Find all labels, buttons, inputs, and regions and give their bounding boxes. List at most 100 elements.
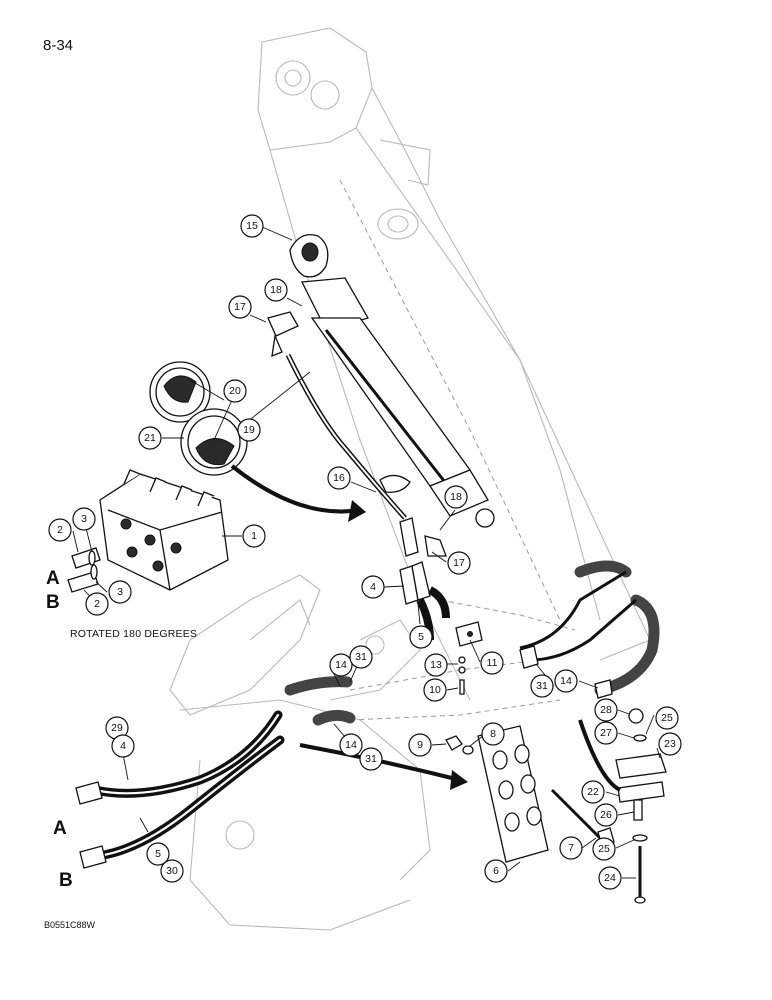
callout-14: 14 bbox=[554, 669, 578, 693]
callout-7: 7 bbox=[559, 836, 583, 860]
callout-10: 10 bbox=[423, 678, 447, 702]
svg-text:5: 5 bbox=[418, 631, 424, 643]
svg-text:1: 1 bbox=[251, 530, 257, 542]
svg-text:26: 26 bbox=[600, 809, 612, 821]
callout-8: 8 bbox=[481, 722, 505, 746]
svg-text:28: 28 bbox=[600, 704, 612, 716]
callout-25: 25 bbox=[655, 706, 679, 730]
svg-text:14: 14 bbox=[560, 675, 572, 687]
callout-9: 9 bbox=[408, 733, 432, 757]
callout-24: 24 bbox=[598, 866, 622, 890]
svg-text:2: 2 bbox=[94, 598, 100, 610]
callout-16: 16 bbox=[327, 466, 351, 490]
callout-21: 21 bbox=[138, 426, 162, 450]
callout-5: 5 bbox=[146, 842, 170, 866]
callout-2: 2 bbox=[48, 518, 72, 542]
callout-4: 4 bbox=[361, 575, 385, 599]
svg-text:7: 7 bbox=[568, 842, 574, 854]
port-adapters bbox=[67, 547, 101, 593]
port-label-a-valve: A bbox=[46, 568, 60, 589]
callout-4: 4 bbox=[111, 734, 135, 758]
svg-text:9: 9 bbox=[417, 739, 423, 751]
callout-11: 11 bbox=[480, 651, 504, 675]
callout-17: 17 bbox=[447, 551, 471, 575]
callout-3: 3 bbox=[72, 507, 96, 531]
svg-text:11: 11 bbox=[487, 657, 498, 669]
svg-text:3: 3 bbox=[117, 586, 123, 598]
svg-text:19: 19 bbox=[243, 424, 255, 436]
svg-text:8: 8 bbox=[490, 728, 496, 740]
hose-block bbox=[477, 725, 549, 863]
svg-text:4: 4 bbox=[370, 581, 376, 593]
svg-text:3: 3 bbox=[81, 513, 87, 525]
svg-text:17: 17 bbox=[453, 557, 465, 569]
callout-13: 13 bbox=[424, 653, 448, 677]
callout-25: 25 bbox=[592, 837, 616, 861]
callout-2: 2 bbox=[85, 592, 109, 616]
svg-text:31: 31 bbox=[365, 753, 377, 765]
nut-washer bbox=[445, 735, 474, 755]
svg-text:14: 14 bbox=[335, 659, 347, 671]
control-valve bbox=[99, 469, 229, 591]
port-label-b-hose: B bbox=[59, 870, 73, 891]
callout-27: 27 bbox=[594, 721, 618, 745]
callout-6: 6 bbox=[484, 859, 508, 883]
svg-text:31: 31 bbox=[355, 651, 367, 663]
callout-14: 14 bbox=[329, 653, 353, 677]
callout-5: 5 bbox=[409, 625, 433, 649]
port-label-b-valve: B bbox=[46, 592, 60, 613]
callout-19: 19 bbox=[237, 418, 261, 442]
boom-cylinder bbox=[289, 233, 495, 528]
tube-assembly bbox=[267, 311, 447, 557]
svg-text:17: 17 bbox=[234, 301, 246, 313]
svg-text:24: 24 bbox=[604, 872, 616, 884]
svg-text:2: 2 bbox=[57, 524, 63, 536]
svg-text:18: 18 bbox=[450, 491, 462, 503]
svg-text:6: 6 bbox=[493, 865, 499, 877]
callout-31: 31 bbox=[359, 747, 383, 771]
svg-text:25: 25 bbox=[661, 712, 673, 724]
svg-text:16: 16 bbox=[333, 472, 345, 484]
svg-text:22: 22 bbox=[587, 786, 599, 798]
callout-22: 22 bbox=[581, 780, 605, 804]
svg-text:18: 18 bbox=[270, 284, 282, 296]
upper-hoses bbox=[519, 560, 660, 699]
figure-code: B0551C88W bbox=[44, 920, 96, 930]
base-phantom bbox=[169, 574, 576, 931]
svg-text:25: 25 bbox=[598, 843, 610, 855]
callout-17: 17 bbox=[228, 295, 252, 319]
page-number: 8-34 bbox=[43, 37, 73, 54]
svg-text:23: 23 bbox=[664, 738, 676, 750]
callout-3: 3 bbox=[108, 580, 132, 604]
callout-29: 29 bbox=[105, 716, 129, 740]
svg-text:4: 4 bbox=[120, 740, 126, 752]
svg-text:14: 14 bbox=[345, 739, 357, 751]
callout-28: 28 bbox=[594, 698, 618, 722]
svg-text:31: 31 bbox=[536, 680, 548, 692]
tube-clamp bbox=[455, 621, 483, 695]
lower-hoses bbox=[75, 676, 468, 869]
svg-text:20: 20 bbox=[229, 385, 241, 397]
svg-text:21: 21 bbox=[144, 432, 156, 444]
rotation-note: ROTATED 180 DEGREES bbox=[70, 628, 197, 640]
svg-text:5: 5 bbox=[155, 848, 161, 860]
svg-text:27: 27 bbox=[600, 727, 612, 739]
callout-26: 26 bbox=[594, 803, 618, 827]
svg-text:15: 15 bbox=[246, 220, 258, 232]
detail-magnifiers bbox=[149, 361, 366, 522]
clamp-assembly bbox=[578, 708, 667, 904]
svg-text:10: 10 bbox=[429, 684, 441, 696]
callout-14: 14 bbox=[339, 733, 363, 757]
callout-31: 31 bbox=[530, 674, 554, 698]
callout-1: 1 bbox=[242, 524, 266, 548]
port-label-a-hose: A bbox=[53, 818, 67, 839]
callout-30: 30 bbox=[160, 859, 184, 883]
svg-text:30: 30 bbox=[166, 865, 178, 877]
svg-text:29: 29 bbox=[111, 722, 123, 734]
callout-18: 18 bbox=[444, 485, 468, 509]
callout-18: 18 bbox=[264, 278, 288, 302]
callout-15: 15 bbox=[240, 214, 264, 238]
callout-23: 23 bbox=[658, 732, 682, 756]
